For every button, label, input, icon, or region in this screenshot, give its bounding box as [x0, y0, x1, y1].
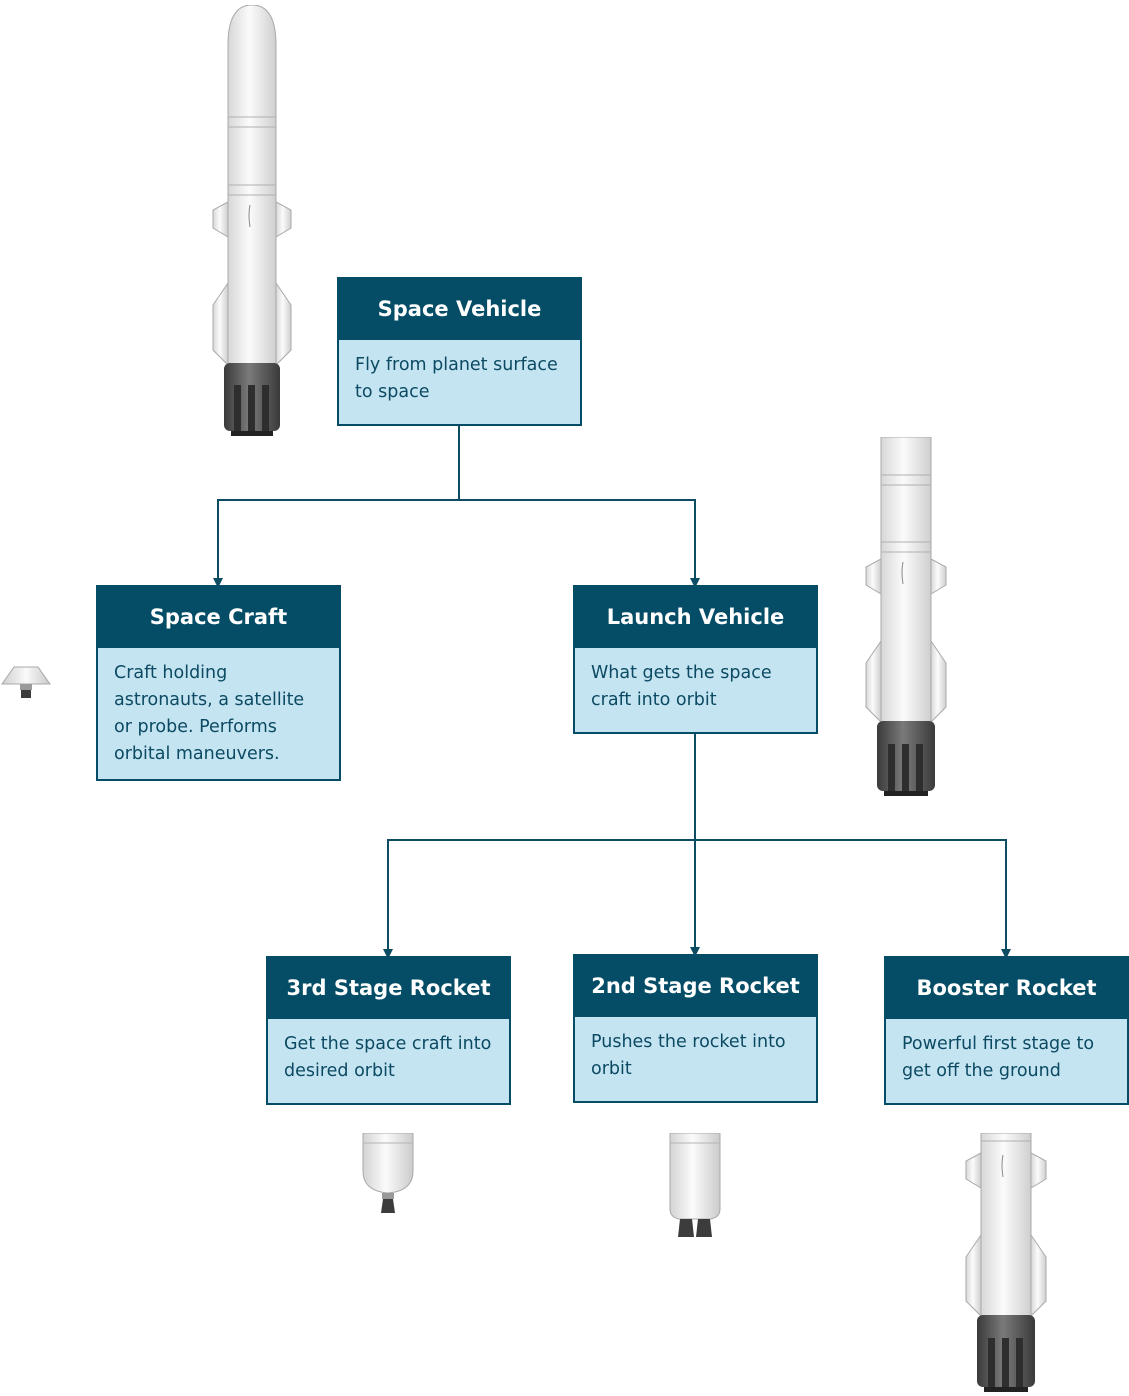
node-title: Space Craft	[96, 585, 341, 648]
node-description: What gets the space craft into orbit	[573, 648, 818, 734]
node-description: Powerful first stage to get off the grou…	[884, 1019, 1129, 1105]
full-rocket-icon	[212, 5, 292, 436]
booster-rocket-icon	[965, 1133, 1047, 1392]
node-launch-vehicle: Launch Vehicle What gets the space craft…	[573, 585, 818, 734]
third-stage-icon	[362, 1133, 414, 1213]
node-description: Pushes the rocket into orbit	[573, 1017, 818, 1103]
connector-vehicle-to-launch	[459, 499, 700, 588]
connector-launch-to-third	[383, 733, 696, 959]
node-space-vehicle: Space Vehicle Fly from planet surface to…	[337, 277, 582, 426]
node-description: Get the space craft into desired orbit	[266, 1019, 511, 1105]
node-third-stage-rocket: 3rd Stage Rocket Get the space craft int…	[266, 956, 511, 1105]
node-title: Launch Vehicle	[573, 585, 818, 648]
node-title: 2nd Stage Rocket	[573, 954, 818, 1017]
second-stage-icon	[669, 1133, 721, 1237]
node-description: Fly from planet surface to space	[337, 340, 582, 426]
connector-vehicle-to-craft	[213, 425, 460, 588]
node-booster-rocket: Booster Rocket Powerful first stage to g…	[884, 956, 1129, 1105]
node-title: Space Vehicle	[337, 277, 582, 340]
node-title: Booster Rocket	[884, 956, 1129, 1019]
node-title: 3rd Stage Rocket	[266, 956, 511, 1019]
node-space-craft: Space Craft Craft holding astronauts, a …	[96, 585, 341, 781]
launch-vehicle-rocket-icon	[865, 437, 947, 796]
space-craft-capsule-icon	[1, 666, 51, 698]
node-second-stage-rocket: 2nd Stage Rocket Pushes the rocket into …	[573, 954, 818, 1103]
connector-launch-to-booster	[695, 839, 1011, 959]
node-description: Craft holding astronauts, a satellite or…	[96, 648, 341, 781]
